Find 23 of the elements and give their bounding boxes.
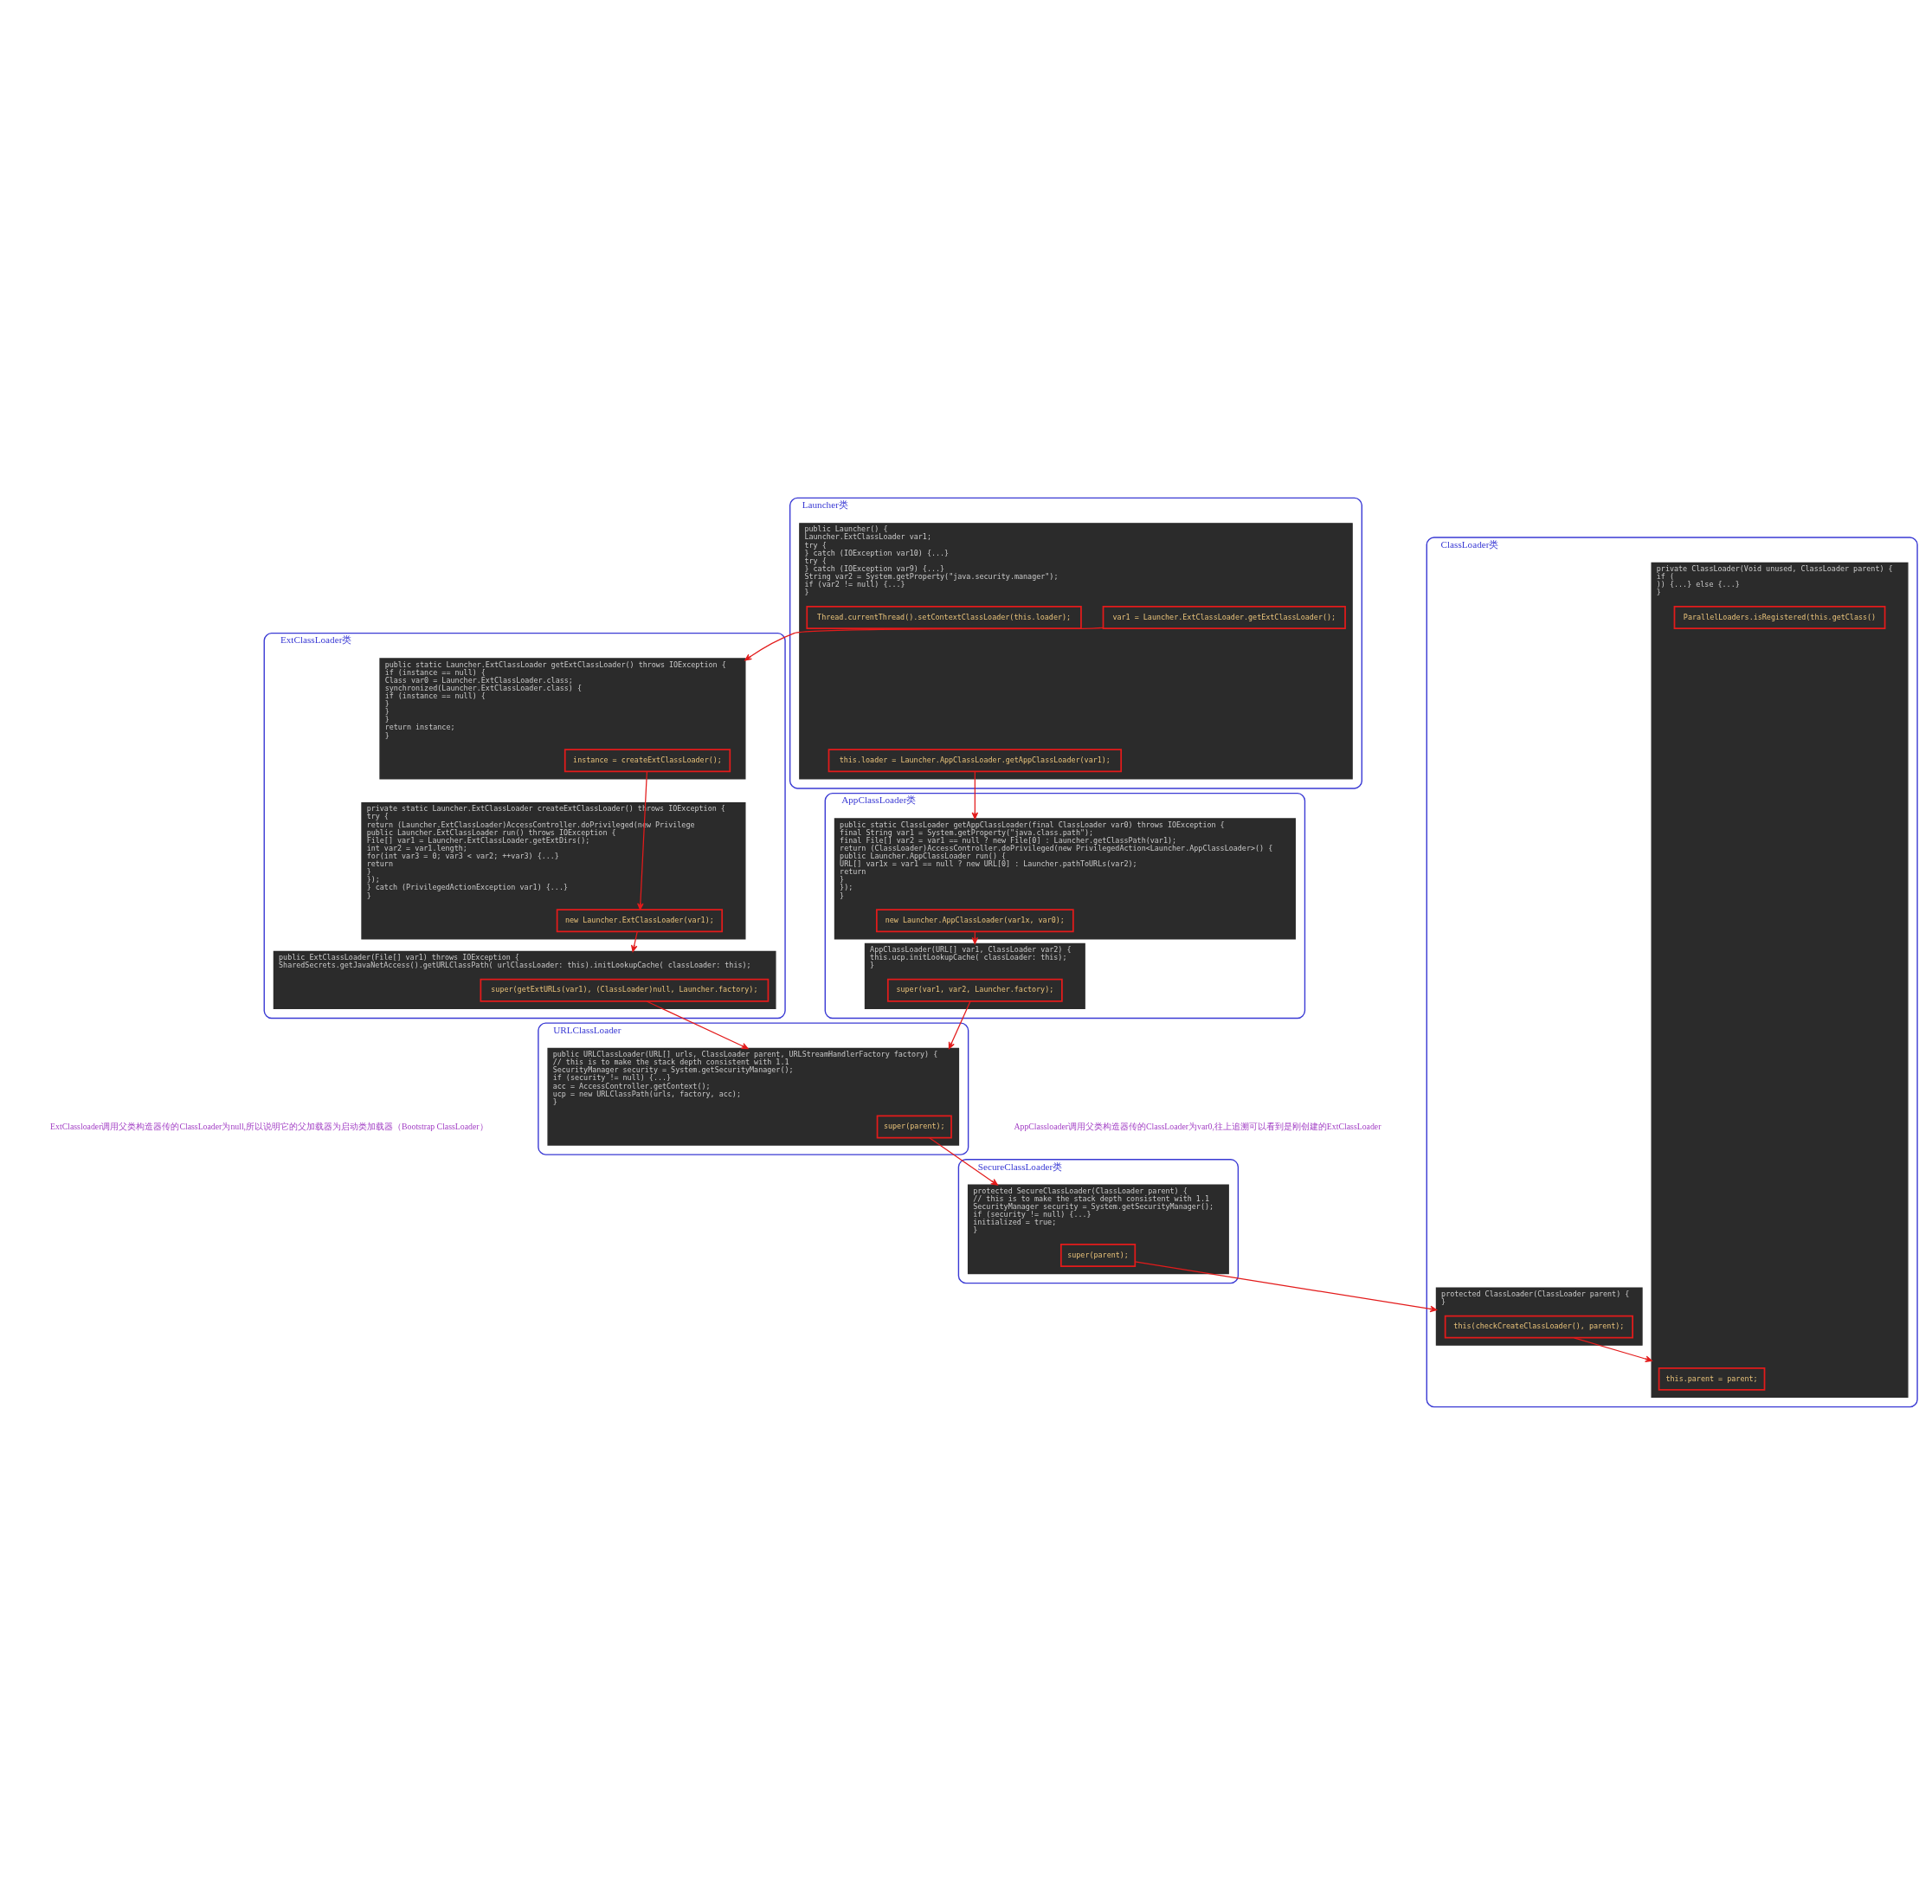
arrow [971, 770, 979, 820]
label: ExtClassloader调用父类构造器传的ClassLoader为null,所以说明它的父加载器为启动类加载器（Bootstrap ClassLoader） [50, 1121, 488, 1131]
arrow [1573, 1336, 1652, 1362]
node-box: this(checkCreateClassLoader(), parent); [1444, 1315, 1633, 1339]
label: AppClassloader调用父类构造器传的ClassLoader为var0,往上追溯可以看到是刚创建的ExtClassLoader [1014, 1121, 1381, 1131]
node-box: this.loader = Launcher.AppClassLoader.getAppClassLoader(var1); [828, 748, 1123, 772]
arrow [1134, 1260, 1438, 1312]
node-box: ParallelLoaders.isRegistered(this.getClass() [1673, 605, 1886, 629]
arrow [928, 1136, 998, 1186]
node-box: this.parent = parent; [1658, 1367, 1766, 1391]
node-box: super(parent); [1059, 1243, 1137, 1267]
node-box: super(parent); [876, 1114, 952, 1138]
node-box: super(getExtURLs(var1), (ClassLoader)null, Launcher.factory); [480, 978, 770, 1002]
node-box: new Launcher.AppClassLoader(var1x, var0); [875, 908, 1074, 932]
node-box: Thread.currentThread().setContextClassLoader(this.loader); [806, 605, 1082, 629]
arrow [630, 930, 638, 952]
arrow [637, 770, 648, 910]
node-box: var1 = Launcher.ExtClassLoader.getExtClassLoader(); [1102, 605, 1346, 629]
arrow [646, 1000, 749, 1049]
node-box: instance = createExtClassLoader(); [564, 748, 731, 772]
node-box: super(var1, var2, Launcher.factory); [886, 978, 1063, 1002]
node-box: new Launcher.ExtClassLoader(var1); [556, 908, 724, 932]
arrow [948, 1000, 971, 1049]
